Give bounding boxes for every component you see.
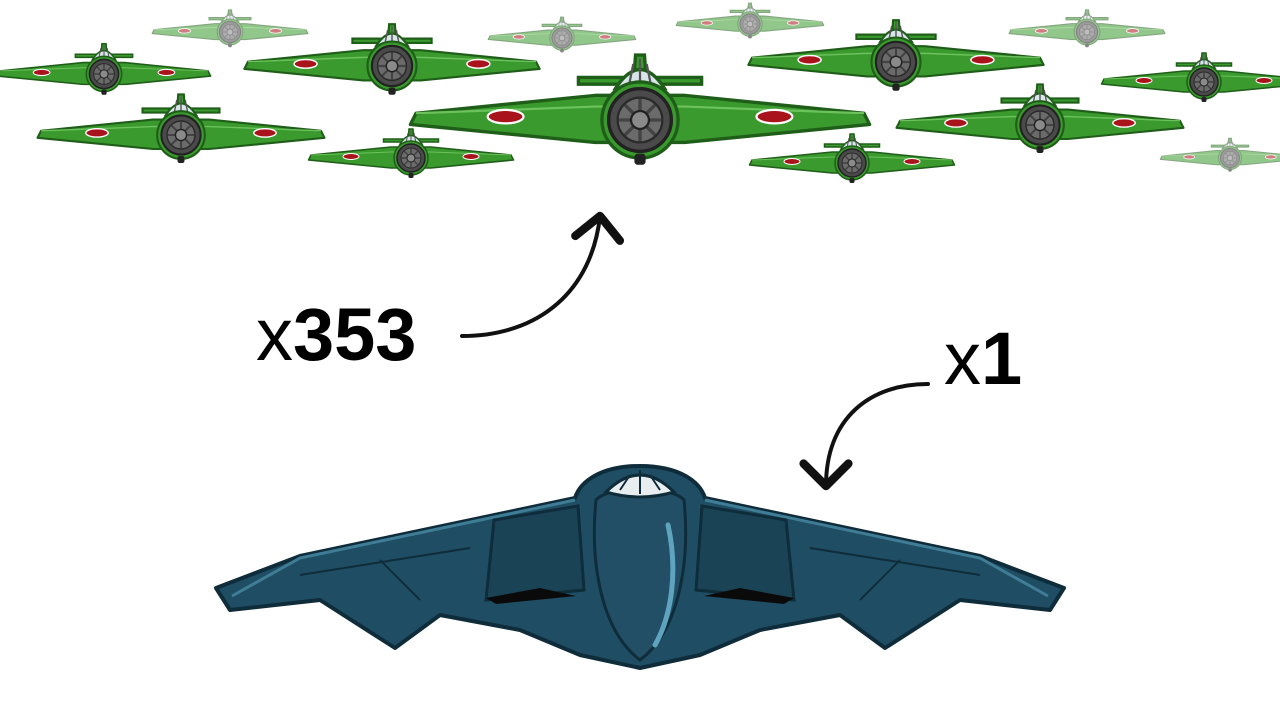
bomber-count-value: 1 [981, 317, 1023, 400]
fighter-plane-icon [895, 83, 1185, 155]
fighter-plane-icon [487, 16, 637, 53]
fighter-plane-icon [1008, 9, 1166, 48]
stealth-bomber-icon [214, 464, 1066, 670]
fighter-plane-icon [1100, 52, 1280, 103]
fighter-count-value: 353 [293, 293, 417, 376]
bomber-count-label: x1 [944, 322, 1022, 396]
fighter-plane-icon [747, 19, 1045, 92]
fighter-plane-icon [748, 133, 956, 184]
fighter-count-prefix: x [256, 293, 293, 376]
fighter-count-label: x353 [256, 298, 416, 372]
fighter-plane-icon [0, 43, 212, 96]
fighter-plane-icon [307, 128, 515, 179]
fighter-plane-icon [675, 2, 825, 39]
fighter-plane-icon [151, 9, 309, 48]
curved-arrow-icon [460, 211, 625, 338]
bomber-count-prefix: x [944, 317, 981, 400]
fighter-squadron [0, 2, 1280, 184]
fighter-plane-icon [36, 93, 326, 165]
fighter-plane-icon [1159, 137, 1280, 173]
curved-arrow-icon [799, 382, 930, 491]
